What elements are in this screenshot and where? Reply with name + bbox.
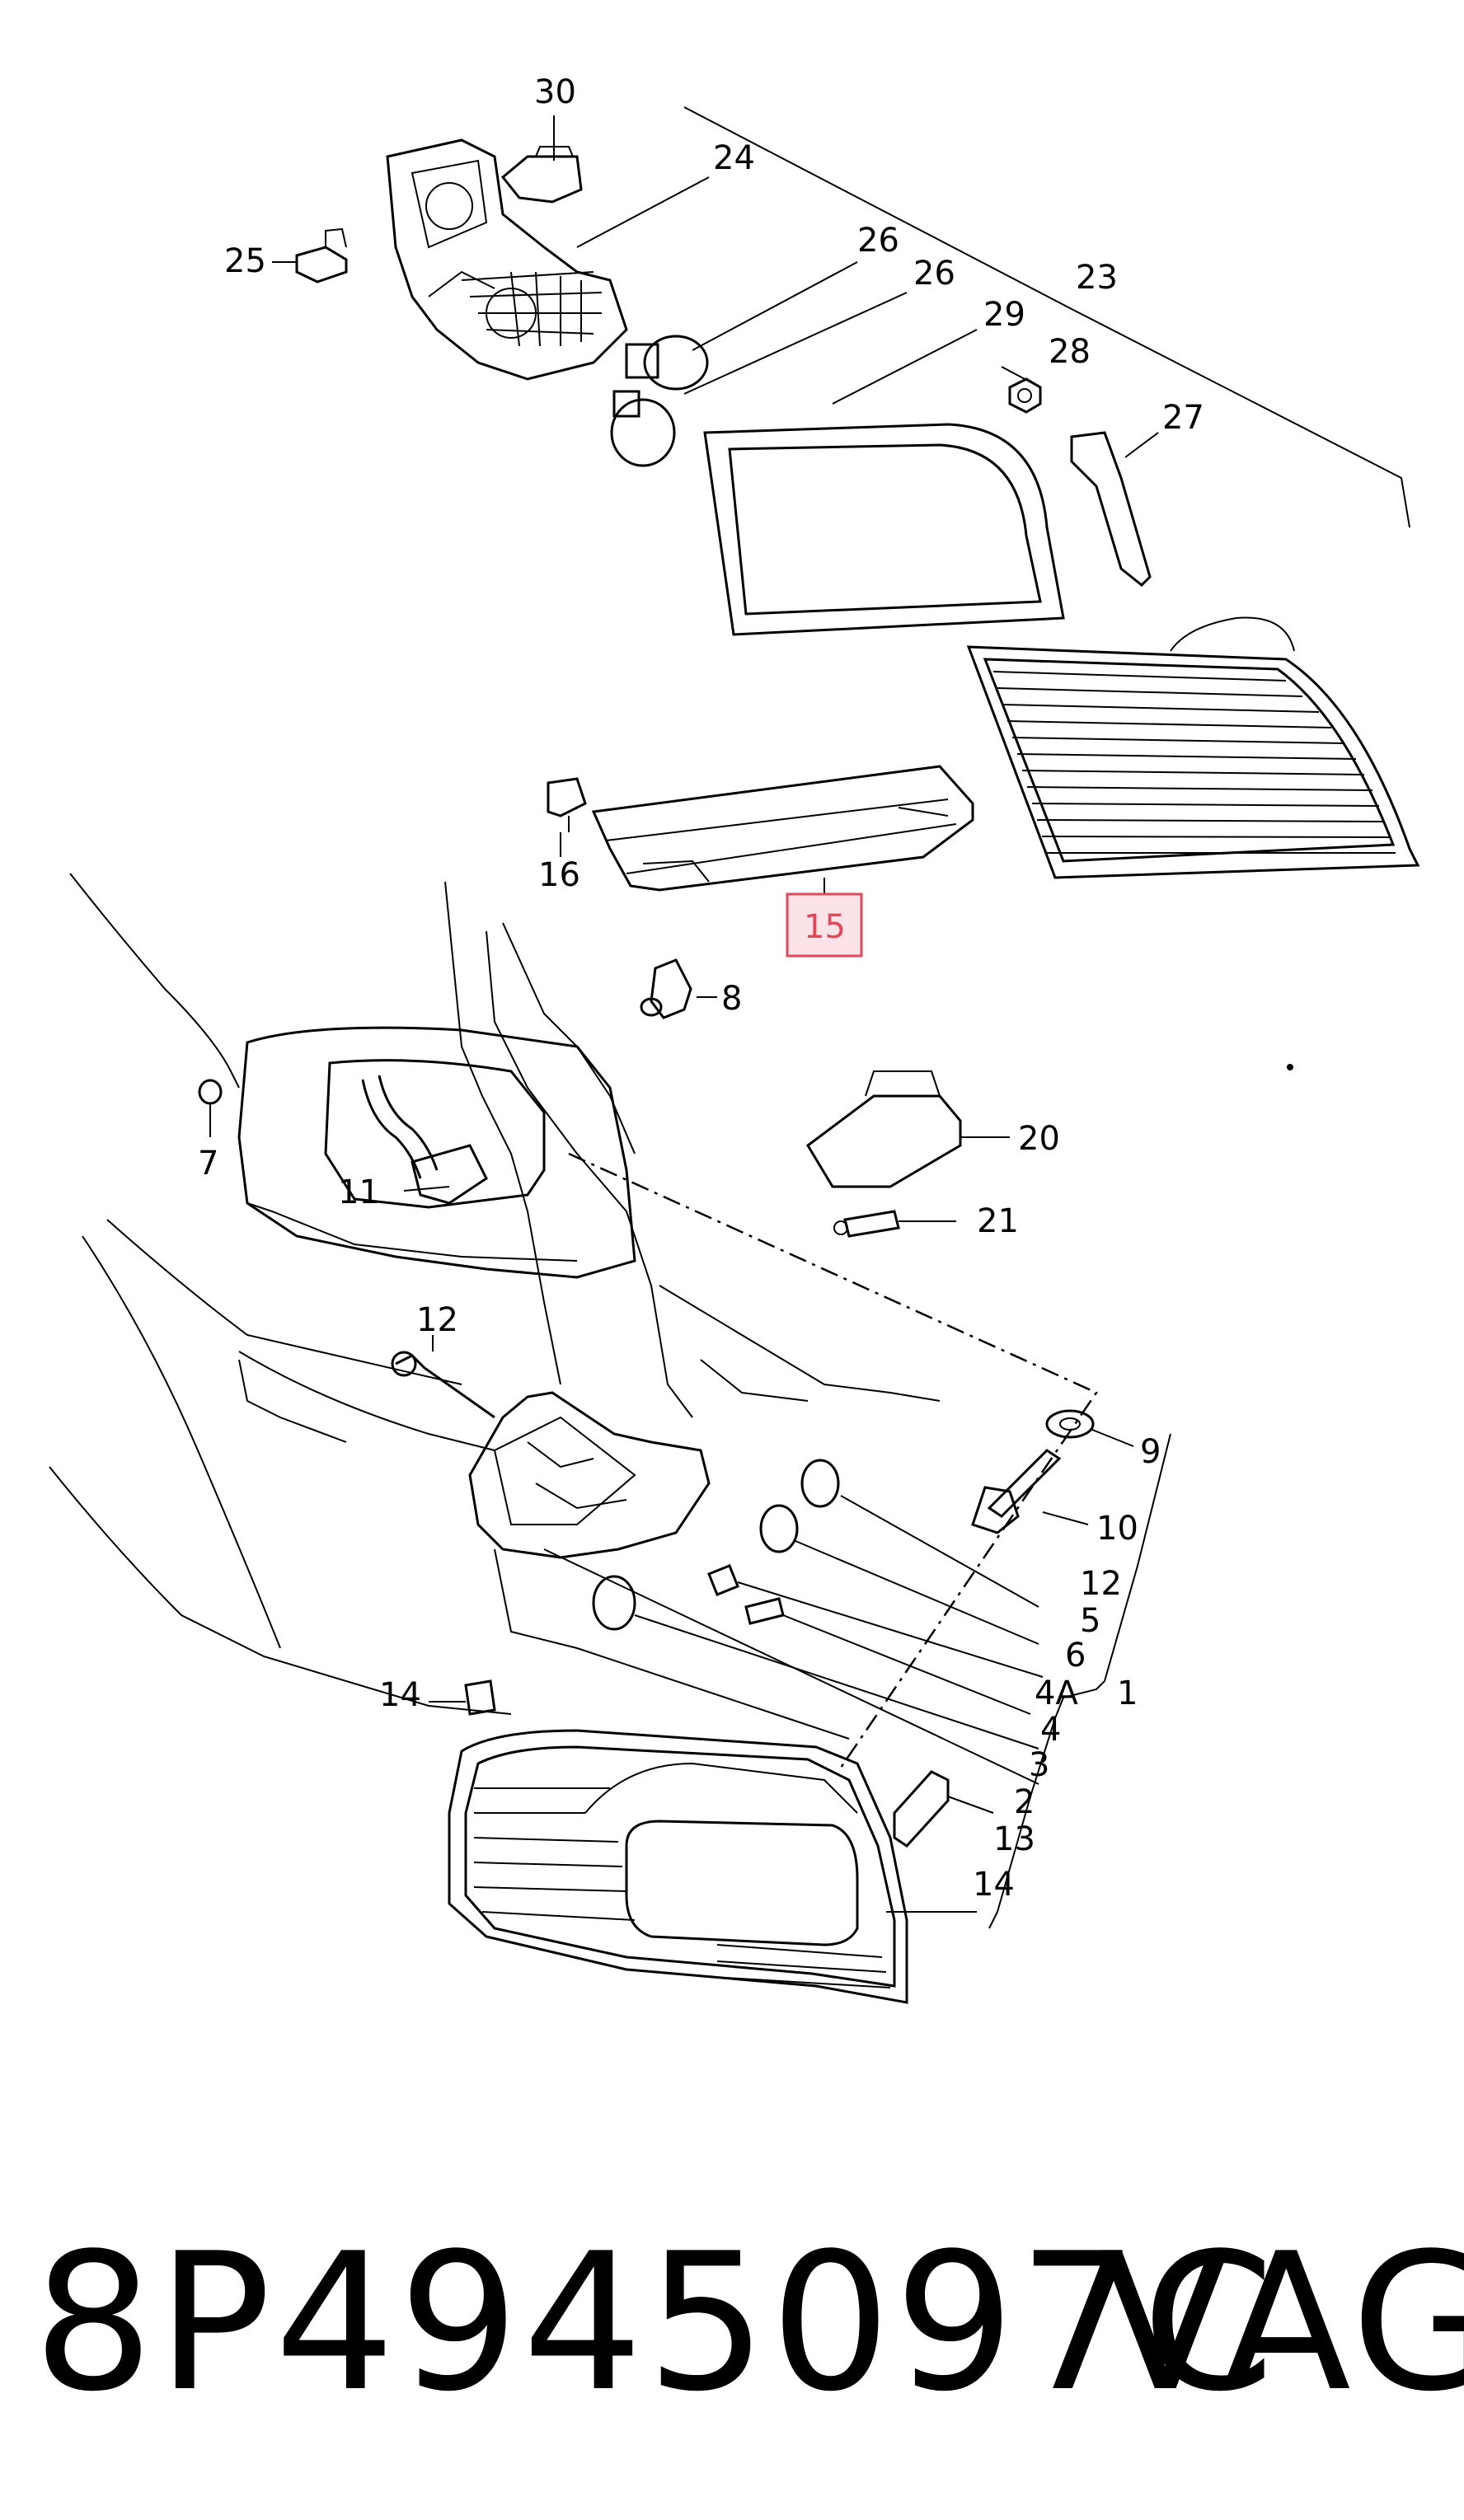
callout-labels: 30 24 25 26 26 23 29 28 27 16 15 8 7 11 … <box>198 73 1204 1904</box>
highlight-box-15 <box>786 892 863 958</box>
inner-tail-lamp-23 <box>966 616 1420 879</box>
callout-21: 21 <box>977 1202 1019 1240</box>
callout-14-lower: 14 <box>973 1866 1015 1904</box>
callout-16: 16 <box>538 856 580 894</box>
connector-30 <box>500 146 583 204</box>
callout-28: 28 <box>1049 333 1091 371</box>
bulb-21 <box>833 1210 900 1238</box>
bulbs-group <box>592 1459 840 1631</box>
callout-13: 13 <box>993 1820 1035 1858</box>
callout-20: 20 <box>1018 1120 1060 1158</box>
callout-12-upper: 12 <box>416 1301 458 1339</box>
brake-lamp-15 <box>591 765 974 892</box>
callout-6: 6 <box>1065 1637 1086 1675</box>
bulb-holder-assembly <box>386 138 628 381</box>
callout-30: 30 <box>534 73 576 111</box>
connector-16 <box>547 777 587 832</box>
washer-9 <box>1045 1409 1095 1439</box>
callout-2: 2 <box>1014 1783 1035 1821</box>
bracket-13 <box>893 1770 950 1848</box>
gasket-29 <box>703 423 1065 636</box>
callout-24: 24 <box>713 139 755 177</box>
callout-29: 29 <box>983 296 1025 334</box>
clip-25 <box>295 227 348 283</box>
callout-7: 7 <box>198 1145 218 1183</box>
screw-12 <box>391 1351 495 1419</box>
callout-8: 8 <box>721 980 742 1018</box>
callout-10: 10 <box>1096 1510 1138 1548</box>
callout-14-upper: 14 <box>379 1676 421 1714</box>
leader-lines-top <box>272 106 1410 528</box>
callout-4A: 4A <box>1035 1675 1078 1712</box>
brand-name: VAG <box>1100 2213 1464 2433</box>
callout-12-lower: 12 <box>1080 1565 1122 1603</box>
bulb-26b <box>610 390 676 467</box>
callout-23: 23 <box>1076 259 1118 297</box>
callout-4: 4 <box>1040 1711 1061 1749</box>
callout-3: 3 <box>1029 1746 1049 1784</box>
part-number: 8P4945097C <box>33 2213 1278 2433</box>
lens-ribs <box>992 671 1396 854</box>
callout-25: 25 <box>224 242 266 280</box>
assembly-axis-line <box>568 1152 1098 1768</box>
grommet-7 <box>198 1079 223 1105</box>
spacer-8 <box>640 958 692 1019</box>
callout-11: 11 <box>338 1173 380 1211</box>
callout-27: 27 <box>1162 399 1204 437</box>
bulb-carrier <box>468 1391 711 1559</box>
callout-26-upper: 26 <box>857 222 899 260</box>
license-lamp-20 <box>806 1070 962 1188</box>
callout-9: 9 <box>1140 1433 1161 1471</box>
wiring-harness-11 <box>361 1075 488 1205</box>
car-body <box>49 873 941 1715</box>
lens-ribs-outer <box>473 1787 891 1988</box>
outer-tail-lamp-14 <box>448 1729 908 2004</box>
stray-dot <box>1287 1064 1293 1070</box>
callout-15: 15 <box>804 908 846 946</box>
bulb-26a <box>625 335 709 391</box>
callout-26-lower: 26 <box>913 255 955 293</box>
clip-14 <box>464 1679 496 1716</box>
callout-5: 5 <box>1080 1602 1100 1640</box>
bracket-27 <box>1070 431 1152 588</box>
stud-10 <box>971 1449 1062 1534</box>
callout-1: 1 <box>1117 1675 1138 1712</box>
leader-lines-bottom <box>209 832 1171 1929</box>
